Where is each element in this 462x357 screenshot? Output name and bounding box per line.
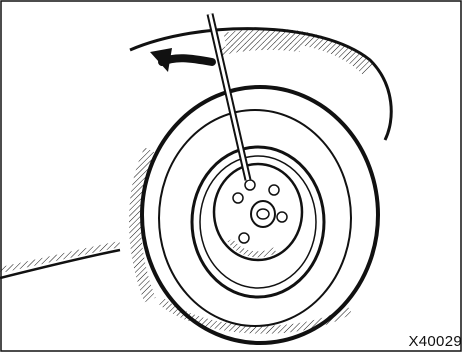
tire-top-shading [220,46,300,52]
figure-code: X40029 [408,333,462,350]
rotation-arrow [150,48,212,72]
hub-cap [214,164,302,260]
ground-shading [0,244,120,270]
